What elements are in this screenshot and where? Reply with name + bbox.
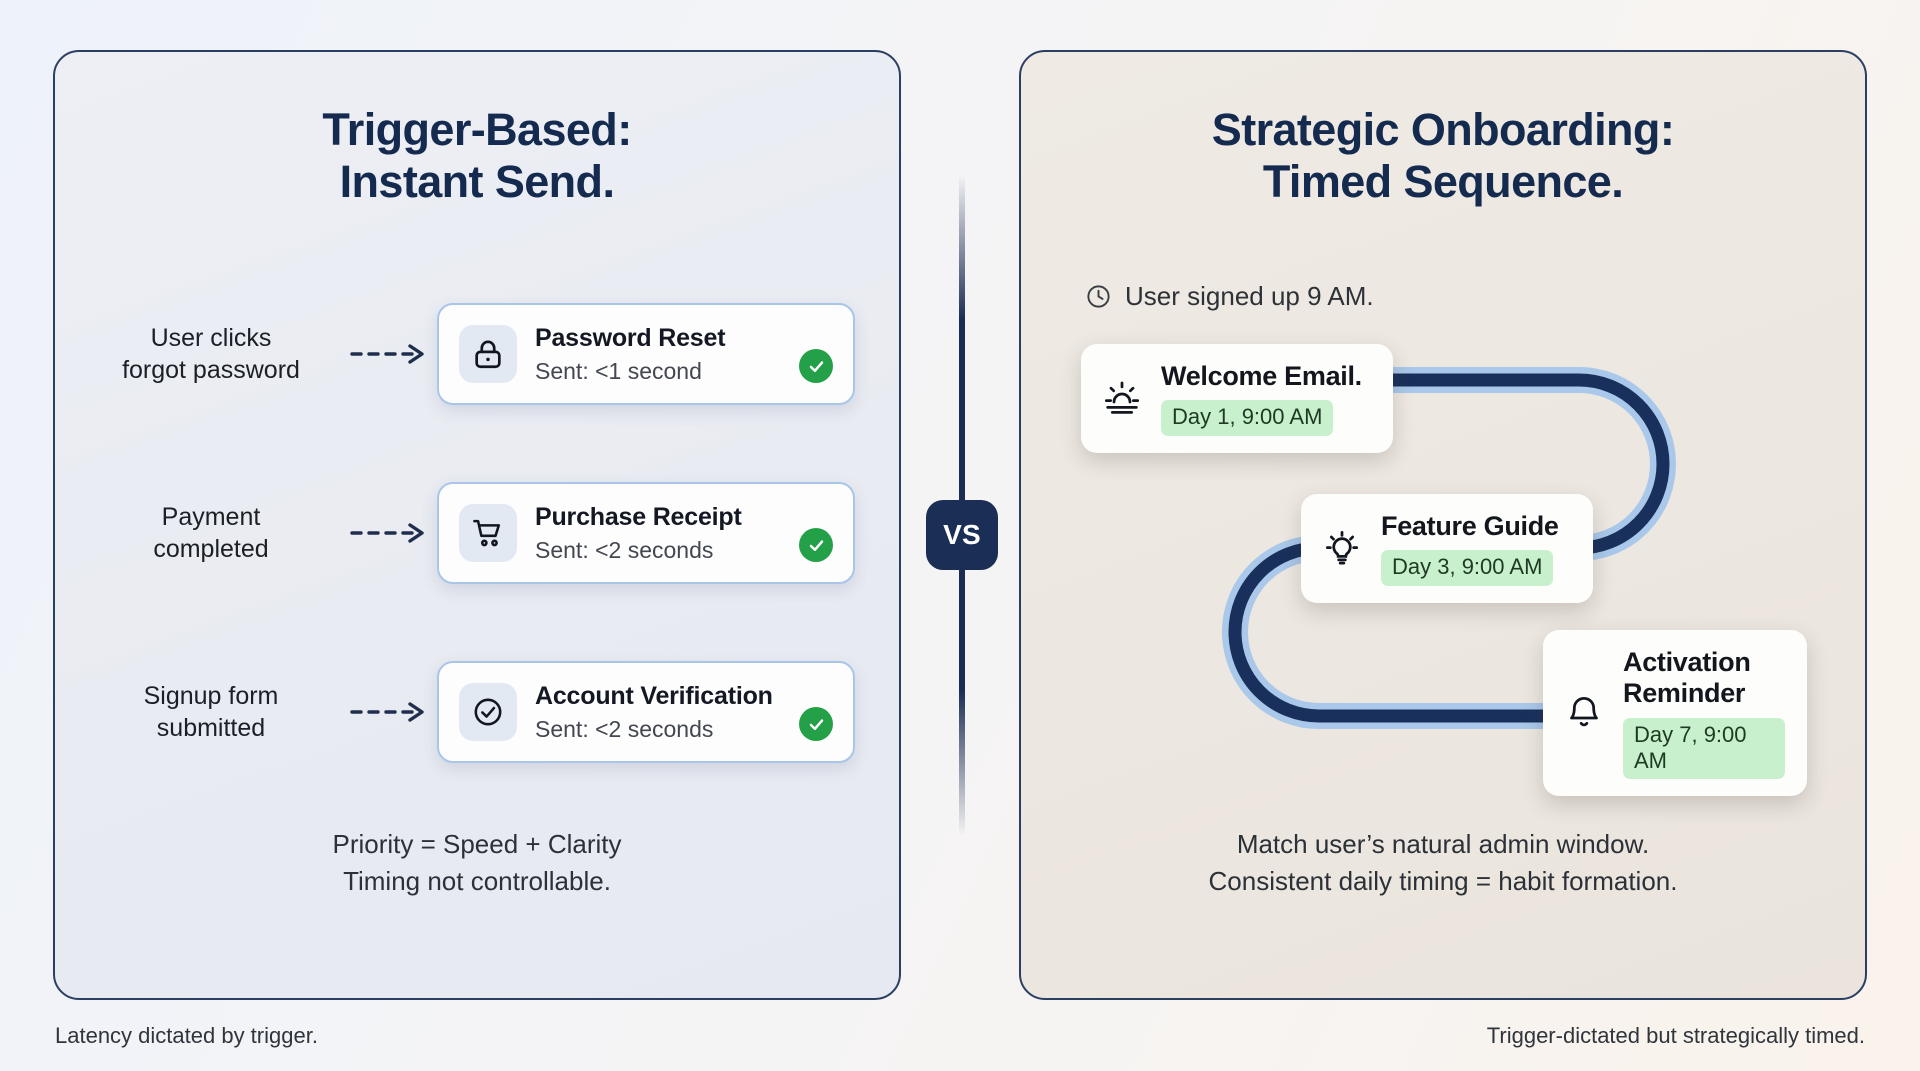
right-panel-note: Match user’s natural admin window. Consi… — [1021, 826, 1865, 900]
email-card-subtitle: Sent: <2 seconds — [535, 716, 714, 742]
sequence-card-body: Welcome Email. Day 1, 9:00 AM — [1161, 361, 1362, 436]
right-note-line-1: Match user’s natural admin window. — [1236, 829, 1650, 860]
left-panel-note: Priority = Speed + Clarity Timing not co… — [55, 826, 899, 900]
left-panel: Trigger-Based: Instant Send. User clicks… — [53, 50, 901, 1000]
sequence-card-title: Welcome Email. — [1161, 361, 1362, 392]
left-title-line-2: Instant Send. — [339, 156, 615, 208]
right-title-line-2: Timed Sequence. — [1262, 156, 1624, 208]
trigger-label-line-1: Signup form — [143, 682, 279, 710]
trigger-label: User clicks forgot password — [55, 322, 345, 386]
lock-icon — [459, 325, 517, 383]
right-note-line-2: Consistent daily timing = habit formatio… — [1208, 866, 1678, 897]
sunrise-icon — [1099, 378, 1145, 418]
right-panel-title: Strategic Onboarding: Timed Sequence. — [1021, 52, 1865, 208]
left-title-line-1: Trigger-Based: — [322, 104, 632, 155]
shopping-cart-icon — [459, 504, 517, 562]
sequence-card-badge: Day 1, 9:00 AM — [1161, 400, 1334, 436]
sequence-card-title: Feature Guide — [1381, 511, 1559, 542]
left-note-line-2: Timing not controllable. — [343, 866, 611, 897]
sequence-title-line-1: Feature Guide — [1381, 511, 1559, 541]
sequence-card-badge: Day 3, 9:00 AM — [1381, 550, 1554, 586]
trigger-row: User clicks forgot password — [55, 282, 899, 426]
dashed-arrow-right-icon — [345, 522, 437, 544]
sequence-card[interactable]: Activation Reminder Day 7, 9:00 AM — [1543, 630, 1807, 797]
sequence-card[interactable]: Feature Guide Day 3, 9:00 AM — [1301, 494, 1593, 603]
email-card-title: Purchase Receipt — [535, 503, 742, 531]
dashed-arrow-right-icon — [345, 343, 437, 365]
trigger-label-line-2: forgot password — [122, 356, 300, 384]
bell-icon — [1561, 693, 1607, 733]
email-card[interactable]: Purchase Receipt Sent: <2 seconds — [437, 482, 855, 584]
email-card[interactable]: Password Reset Sent: <1 second — [437, 303, 855, 405]
sequence-card-badge: Day 7, 9:00 AM — [1623, 717, 1785, 780]
trigger-label-line-2: submitted — [156, 714, 266, 742]
dashed-arrow-right-icon — [345, 701, 437, 723]
sequence-title-line-1: Activation — [1623, 647, 1751, 677]
email-card-subtitle: Sent: <1 second — [535, 358, 702, 384]
sequence-card-title: Activation Reminder — [1623, 647, 1785, 710]
vs-badge: VS — [926, 500, 998, 570]
email-card[interactable]: Account Verification Sent: <2 seconds — [437, 661, 855, 763]
lightbulb-icon — [1319, 528, 1365, 568]
trigger-rows: User clicks forgot password — [55, 282, 899, 819]
right-title-line-1: Strategic Onboarding: — [1211, 104, 1675, 155]
trigger-label-line-1: User clicks — [150, 324, 272, 352]
signup-meta-text: User signed up 9 AM. — [1125, 281, 1374, 311]
signup-meta: User signed up 9 AM. — [1085, 281, 1374, 312]
check-circle-icon — [799, 528, 833, 562]
sequence-title-line-1: Welcome Email. — [1161, 361, 1362, 391]
email-card-title: Password Reset — [535, 324, 726, 352]
check-circle-icon — [799, 349, 833, 383]
email-card-text: Password Reset Sent: <1 second — [535, 323, 781, 385]
check-circle-outline-icon — [459, 683, 517, 741]
trigger-label: Signup form submitted — [55, 680, 345, 744]
sequence-card-body: Activation Reminder Day 7, 9:00 AM — [1623, 647, 1785, 780]
email-card-text: Account Verification Sent: <2 seconds — [535, 681, 781, 743]
sequence-title-line-2: Reminder — [1623, 678, 1746, 709]
sequence-card[interactable]: Welcome Email. Day 1, 9:00 AM — [1081, 344, 1393, 453]
email-card-subtitle: Sent: <2 seconds — [535, 537, 714, 563]
left-note-line-1: Priority = Speed + Clarity — [332, 829, 622, 860]
trigger-label-line-1: Payment — [161, 503, 261, 531]
check-circle-icon — [799, 707, 833, 741]
trigger-row: Payment completed — [55, 461, 899, 605]
sequence-card-body: Feature Guide Day 3, 9:00 AM — [1381, 511, 1559, 586]
trigger-row: Signup form submitted — [55, 640, 899, 784]
clock-icon — [1085, 283, 1112, 310]
trigger-label: Payment completed — [55, 501, 345, 565]
email-card-text: Purchase Receipt Sent: <2 seconds — [535, 502, 781, 564]
trigger-label-line-2: completed — [153, 535, 269, 563]
left-caption: Latency dictated by trigger. — [55, 1023, 318, 1048]
left-panel-title: Trigger-Based: Instant Send. — [55, 52, 899, 208]
email-card-title: Account Verification — [535, 682, 773, 710]
right-caption: Trigger-dictated but strategically timed… — [1486, 1023, 1865, 1048]
